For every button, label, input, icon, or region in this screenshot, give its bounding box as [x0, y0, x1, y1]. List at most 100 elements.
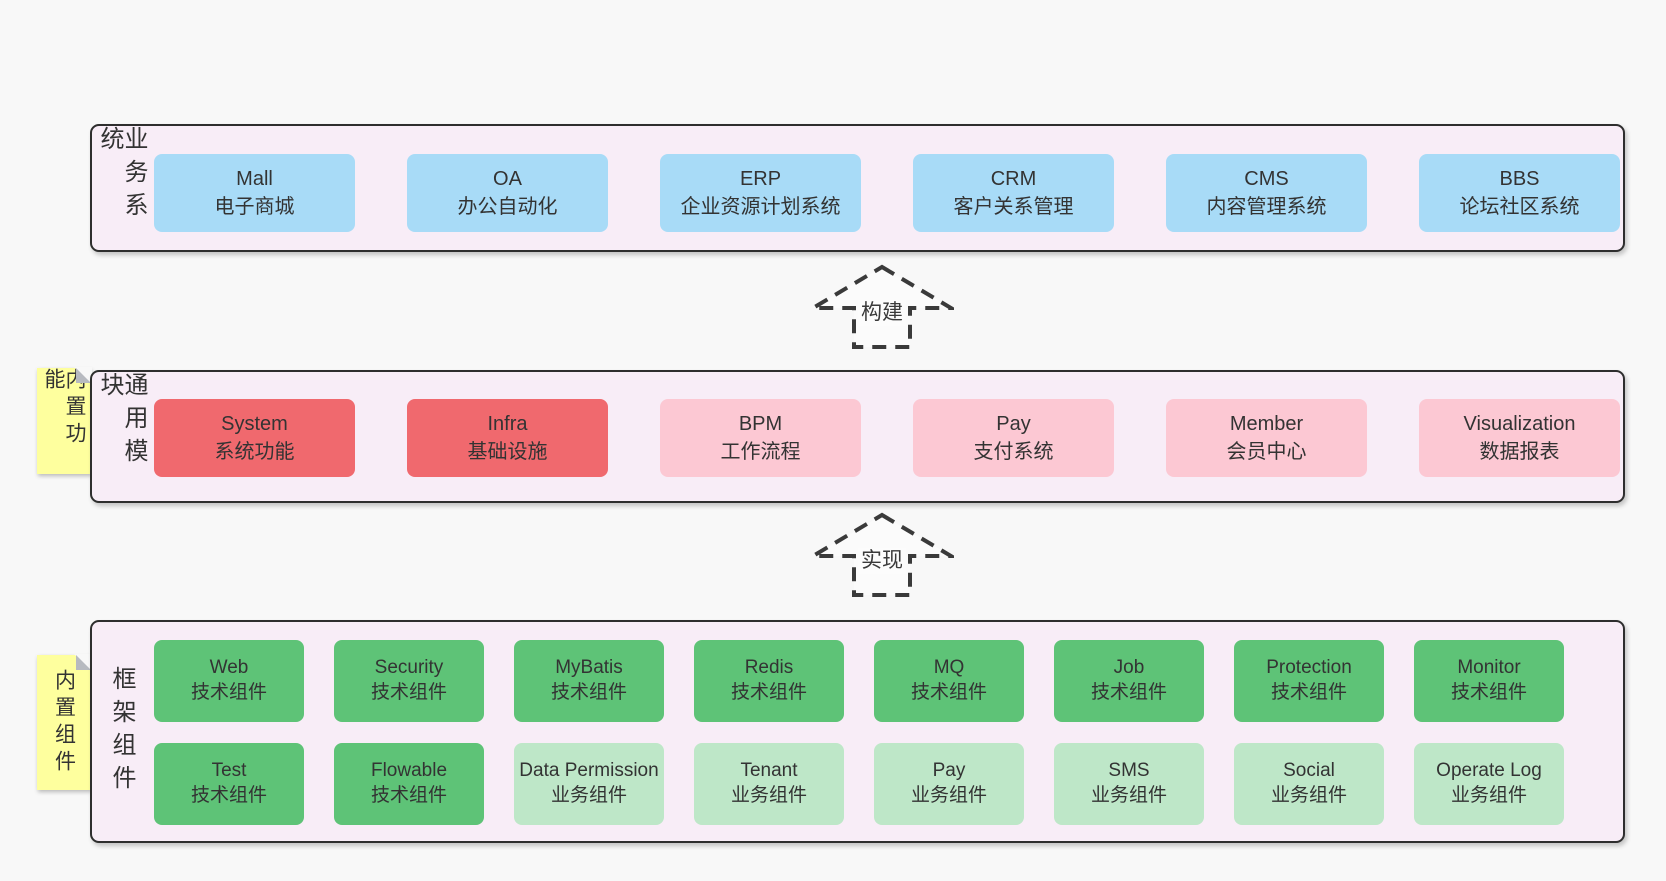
box-redis: Redis 技术组件 — [694, 640, 844, 722]
box-bbs: BBS 论坛社区系统 — [1419, 154, 1620, 232]
box-subtitle: 企业资源计划系统 — [680, 196, 841, 218]
box-title: Web — [209, 657, 249, 679]
box-cms: CMS 内容管理系统 — [1166, 154, 1367, 232]
box-title: Pay — [932, 760, 966, 782]
box-social: Social 业务组件 — [1234, 743, 1384, 825]
arrow-implement-label: 实现 — [858, 548, 906, 575]
box-subtitle: 基础设施 — [467, 441, 548, 463]
box-title: Tenant — [740, 760, 798, 782]
business-box-row: Mall 电子商城 OA 办公自动化 ERP 企业资源计划系统 CRM 客户关系管理 CMS 内容… — [154, 154, 1620, 232]
arrow-build-label: 构建 — [858, 300, 906, 327]
box-subtitle: 会员中心 — [1226, 441, 1307, 463]
box-flowable: Flowable 技术组件 — [334, 743, 484, 825]
box-title: Job — [1113, 657, 1145, 679]
box-subtitle: 支付系统 — [973, 441, 1054, 463]
box-title: BPM — [738, 412, 783, 435]
sticky-fold-corner-icon — [76, 368, 91, 383]
box-title: Monitor — [1457, 657, 1521, 679]
sticky-fold-corner-icon — [76, 655, 91, 670]
box-subtitle: 业务组件 — [910, 785, 987, 806]
box-web: Web 技术组件 — [154, 640, 304, 722]
layer-label-common: 通用模块 — [96, 372, 147, 501]
box-title: Infra — [487, 412, 528, 435]
box-title: System — [221, 412, 288, 435]
box-erp: ERP 企业资源计划系统 — [660, 154, 861, 232]
box-subtitle: 业务组件 — [1090, 785, 1167, 806]
box-subtitle: 技术组件 — [1090, 682, 1167, 703]
layer-business-systems: 业务系统 Mall 电子商城 OA 办公自动化 ERP 企业资源计划系统 CRM 客户关系管理… — [90, 124, 1625, 252]
box-pay: Pay 业务组件 — [874, 743, 1024, 825]
box-oa: OA 办公自动化 — [407, 154, 608, 232]
box-tenant: Tenant 业务组件 — [694, 743, 844, 825]
box-title: OA — [493, 167, 522, 190]
box-subtitle: 办公自动化 — [457, 196, 558, 218]
box-title: MQ — [933, 657, 965, 679]
box-title: MyBatis — [555, 657, 623, 679]
box-mq: MQ 技术组件 — [874, 640, 1024, 722]
box-mall: Mall 电子商城 — [154, 154, 355, 232]
box-test: Test 技术组件 — [154, 743, 304, 825]
box-subtitle: 技术组件 — [730, 682, 807, 703]
box-bpm: BPM 工作流程 — [660, 399, 861, 477]
layer-label-text: 框架组件 — [108, 665, 135, 798]
box-subtitle: 业务组件 — [550, 785, 627, 806]
box-title: BBS — [1499, 167, 1540, 190]
box-subtitle: 技术组件 — [910, 682, 987, 703]
box-title: Social — [1283, 760, 1335, 782]
box-operate-log: Operate Log 业务组件 — [1414, 743, 1564, 825]
arrow-implement: 实现 — [810, 512, 954, 598]
box-subtitle: 论坛社区系统 — [1459, 196, 1580, 218]
box-title: Test — [211, 760, 247, 782]
box-subtitle: 业务组件 — [1450, 785, 1527, 806]
box-subtitle: 业务组件 — [1270, 785, 1347, 806]
layer-common-modules: 通用模块 System 系统功能 Infra 基础设施 BPM 工作流程 Pay 支付系统 Me… — [90, 370, 1625, 503]
box-subtitle: 技术组件 — [370, 785, 447, 806]
sticky-note-builtin-components: 内置组件 — [37, 654, 92, 790]
box-title: ERP — [739, 167, 782, 190]
layer-label-text: 业务系统 — [96, 126, 147, 225]
box-subtitle: 客户关系管理 — [953, 196, 1074, 218]
box-title: CRM — [990, 167, 1037, 190]
box-subtitle: 技术组件 — [190, 785, 267, 806]
arrow-build: 构建 — [810, 264, 954, 350]
box-mybatis: MyBatis 技术组件 — [514, 640, 664, 722]
box-infra: Infra 基础设施 — [407, 399, 608, 477]
box-title: Redis — [744, 657, 794, 679]
box-title: Pay — [996, 412, 1031, 435]
box-subtitle: 系统功能 — [214, 441, 295, 463]
box-subtitle: 技术组件 — [370, 682, 447, 703]
box-data-permission: Data Permission 业务组件 — [514, 743, 664, 825]
sticky-note-builtin-features: 内置功能 — [37, 367, 92, 474]
box-title: Flowable — [370, 760, 448, 782]
box-title: Mall — [236, 167, 273, 190]
box-system: System 系统功能 — [154, 399, 355, 477]
box-subtitle: 电子商城 — [214, 196, 295, 218]
box-subtitle: 业务组件 — [730, 785, 807, 806]
box-title: Data Permission — [519, 760, 659, 782]
box-title: Operate Log — [1436, 760, 1542, 782]
box-subtitle: 工作流程 — [720, 441, 801, 463]
layer-label-text: 通用模块 — [96, 372, 147, 471]
box-crm: CRM 客户关系管理 — [913, 154, 1114, 232]
box-subtitle: 数据报表 — [1479, 441, 1560, 463]
box-pay: Pay 支付系统 — [913, 399, 1114, 477]
sticky-note-text: 内置功能 — [42, 368, 86, 449]
box-title: CMS — [1244, 167, 1289, 190]
box-subtitle: 内容管理系统 — [1206, 196, 1327, 218]
box-subtitle: 技术组件 — [550, 682, 627, 703]
box-subtitle: 技术组件 — [190, 682, 267, 703]
box-job: Job 技术组件 — [1054, 640, 1204, 722]
box-subtitle: 技术组件 — [1270, 682, 1347, 703]
layer-label-business: 业务系统 — [96, 126, 147, 250]
